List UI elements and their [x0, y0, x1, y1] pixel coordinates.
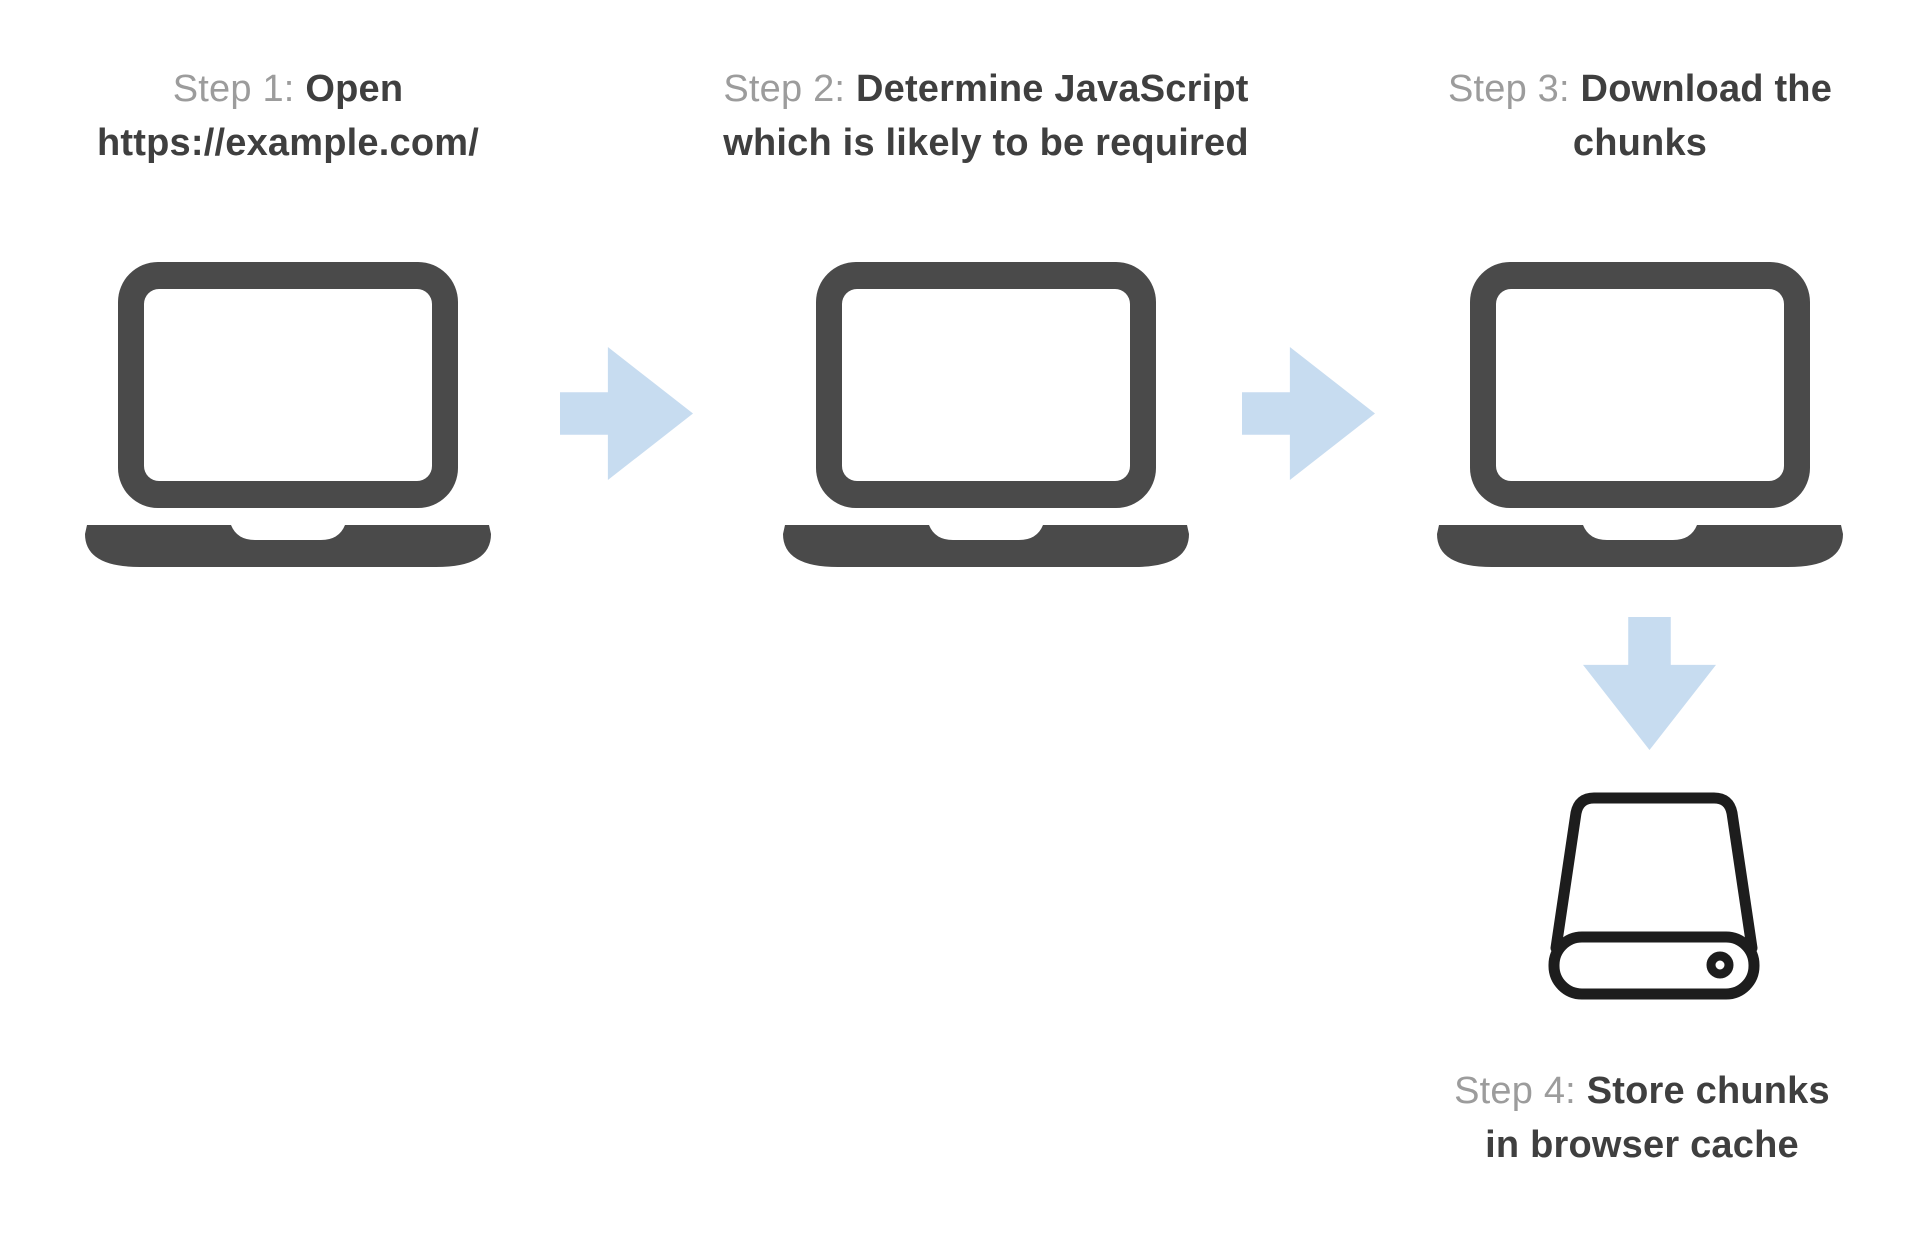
arrow-down-icon [1583, 617, 1716, 750]
laptop-icon [1436, 262, 1844, 567]
step-4-label-line-2: in browser cache [1382, 1118, 1902, 1172]
step-1-title-line-1: Open [305, 68, 404, 110]
step-1-title-line-2: https://example.com/ [97, 122, 479, 164]
step-3-prefix: Step 3: [1447, 68, 1570, 110]
laptop-icon [782, 262, 1190, 567]
step-1-label-line-1: Step 1: Open [28, 62, 548, 116]
step-4-label-line-1: Step 4: Store chunks [1382, 1064, 1902, 1118]
step-1-label-line-2: https://example.com/ [28, 116, 548, 170]
step-4-title-line-1: Store chunks [1586, 1070, 1830, 1112]
step-1-label: Step 1: Open https://example.com/ [28, 62, 548, 170]
laptop-icon [84, 262, 492, 567]
step-3-title-line-1: Download the [1580, 68, 1833, 110]
step-4-label: Step 4: Store chunks in browser cache [1382, 1064, 1902, 1172]
step-2-label-line-1: Step 2: Determine JavaScript [666, 62, 1306, 116]
step-1-prefix: Step 1: [172, 68, 295, 110]
step-3-label-line-2: chunks [1380, 116, 1900, 170]
step-4-title-line-2: in browser cache [1485, 1124, 1799, 1166]
step-2-title-line-1: Determine JavaScript [855, 68, 1249, 110]
step-2-title-line-2: which is likely to be required [723, 122, 1249, 164]
step-3-label-line-1: Step 3: Download the [1380, 62, 1900, 116]
step-3-label: Step 3: Download the chunks [1380, 62, 1900, 170]
arrow-right-icon [1242, 347, 1375, 480]
step-3-title-line-2: chunks [1572, 122, 1708, 164]
arrow-right-icon [560, 347, 693, 480]
step-2-label-line-2: which is likely to be required [666, 116, 1306, 170]
step-2-prefix: Step 2: [723, 68, 846, 110]
step-2-label: Step 2: Determine JavaScript which is li… [666, 62, 1306, 170]
hard-drive-icon [1548, 792, 1760, 1000]
step-4-prefix: Step 4: [1454, 1070, 1576, 1112]
